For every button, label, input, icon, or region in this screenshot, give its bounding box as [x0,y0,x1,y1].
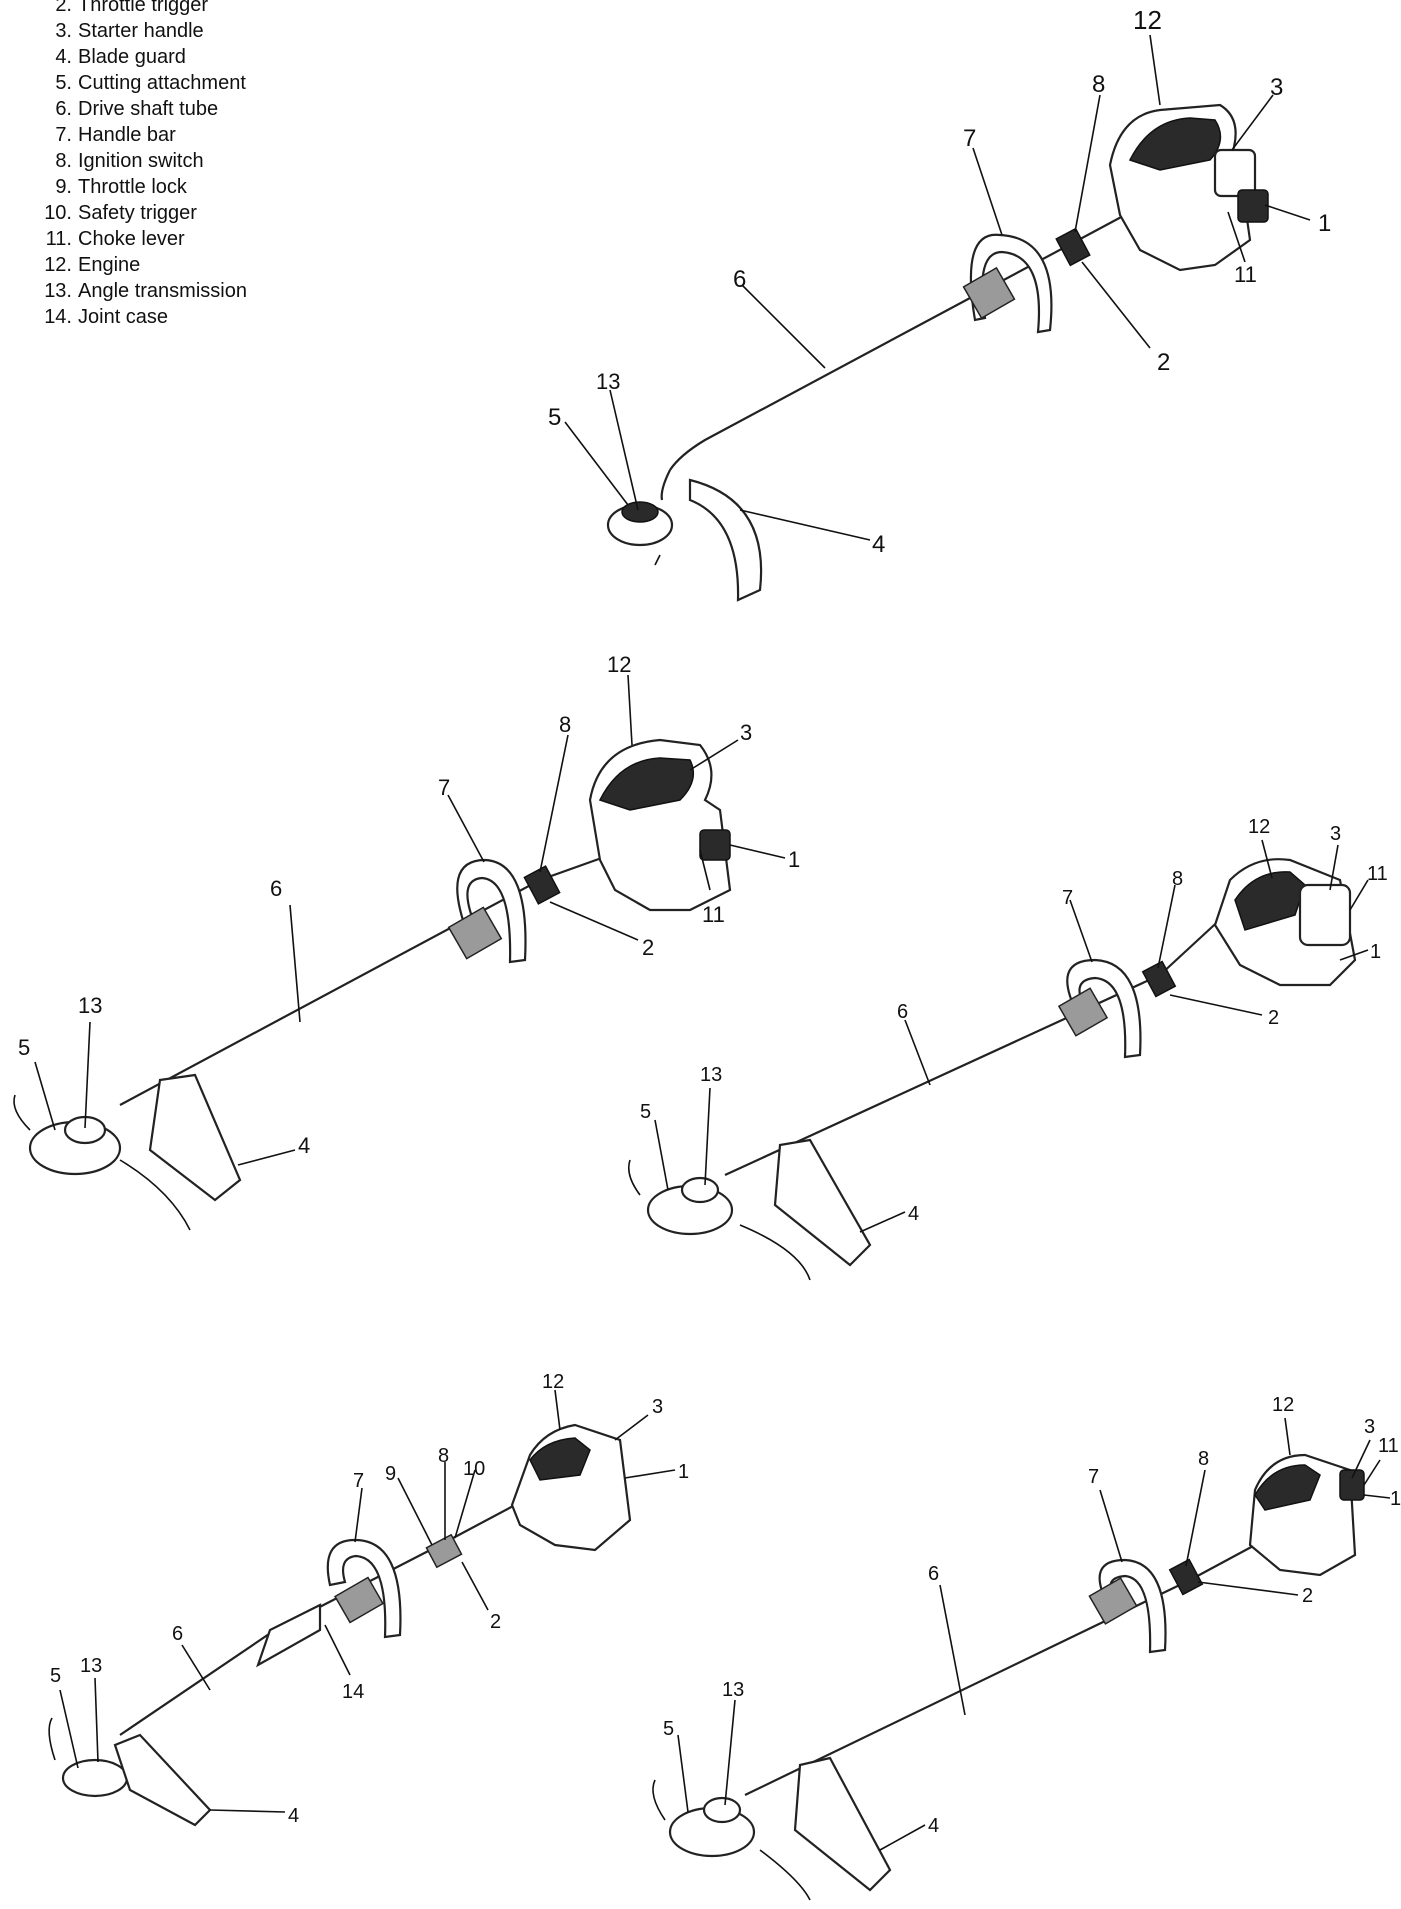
trimmer-figure-1 [606,103,1269,602]
legend-item: 3.Starter handle [55,20,204,42]
callout-11: 11 [1378,1435,1399,1457]
callout-2: 2 [490,1611,501,1633]
callout-5: 5 [548,404,561,431]
trimmer-figure-3 [627,858,1357,1281]
callout-12: 12 [1248,816,1270,838]
legend-item: 5.Cutting attachment [55,72,246,94]
callout-8: 8 [559,712,571,737]
trimmer-figure-2 [13,738,732,1231]
callout-11: 11 [1367,863,1388,885]
callout-5: 5 [640,1101,651,1123]
legend-item: 9.Throttle lock [55,176,187,198]
callout-9: 9 [385,1463,396,1485]
callout-12: 12 [607,652,631,677]
callout-11: 11 [1234,262,1257,287]
callout-2: 2 [1157,349,1170,376]
callout-8: 8 [1172,868,1183,890]
callout-6: 6 [733,266,746,293]
callout-3: 3 [1270,74,1283,101]
parts-legend: 2.Throttle trigger 3.Starter handle 4.Bl… [0,0,247,330]
callout-7: 7 [1088,1466,1099,1488]
callout-13: 13 [722,1679,744,1701]
callout-4: 4 [288,1805,299,1827]
legend-item: 8.Ignition switch [55,150,204,172]
callout-1: 1 [1370,941,1381,963]
callout-2: 2 [642,935,654,960]
legend-item: 6.Drive shaft tube [55,98,219,120]
legend-item: 11.Choke lever [45,228,185,250]
callout-1: 1 [678,1461,689,1483]
legend-item: 2.Throttle trigger [55,0,209,16]
callout-6: 6 [172,1623,183,1645]
callout-4: 4 [908,1203,919,1225]
callout-leaders [34,34,1391,1851]
callout-2: 2 [1302,1585,1313,1607]
callout-labels: 12 8 3 1 7 2 11 6 13 5 4 12 8 3 1 7 2 11… [18,5,1401,1837]
callout-11: 11 [702,902,725,927]
callout-12: 12 [1272,1394,1294,1416]
callout-7: 7 [1062,887,1073,909]
callout-5: 5 [50,1665,61,1687]
callout-1: 1 [1390,1488,1401,1510]
callout-3: 3 [1364,1416,1375,1438]
callout-6: 6 [928,1563,939,1585]
trimmer-figure-4 [48,1423,632,1827]
callout-5: 5 [18,1035,30,1060]
callout-12: 12 [542,1371,564,1393]
callout-7: 7 [353,1470,364,1492]
callout-4: 4 [928,1815,939,1837]
callout-6: 6 [897,1001,908,1023]
callout-13: 13 [78,993,102,1018]
callout-1: 1 [788,847,800,872]
legend-item: 13.Angle transmission [44,280,247,302]
callout-7: 7 [963,125,976,152]
legend-item: 7.Handle bar [55,124,176,146]
callout-3: 3 [740,720,752,745]
callout-10: 10 [463,1458,485,1480]
callout-3: 3 [1330,823,1341,845]
callout-13: 13 [596,369,620,394]
callout-13: 13 [700,1064,722,1086]
callout-2: 2 [1268,1007,1279,1029]
callout-4: 4 [872,531,885,558]
callout-4: 4 [298,1133,310,1158]
callout-3: 3 [652,1396,663,1418]
callout-8: 8 [1198,1448,1209,1470]
legend-item: 12.Engine [44,254,141,276]
callout-13: 13 [80,1655,102,1677]
legend-item: 4.Blade guard [55,46,186,68]
callout-14: 14 [342,1681,364,1703]
callout-1: 1 [1318,210,1331,237]
callout-6: 6 [270,876,282,901]
callout-12: 12 [1133,5,1162,35]
callout-7: 7 [438,775,450,800]
callout-8: 8 [438,1445,449,1467]
callout-8: 8 [1092,71,1105,98]
legend-item: 10.Safety trigger [44,202,197,224]
callout-5: 5 [663,1718,674,1740]
legend-item: 14.Joint case [44,306,169,328]
trimmer-figure-5 [652,1453,1365,1901]
